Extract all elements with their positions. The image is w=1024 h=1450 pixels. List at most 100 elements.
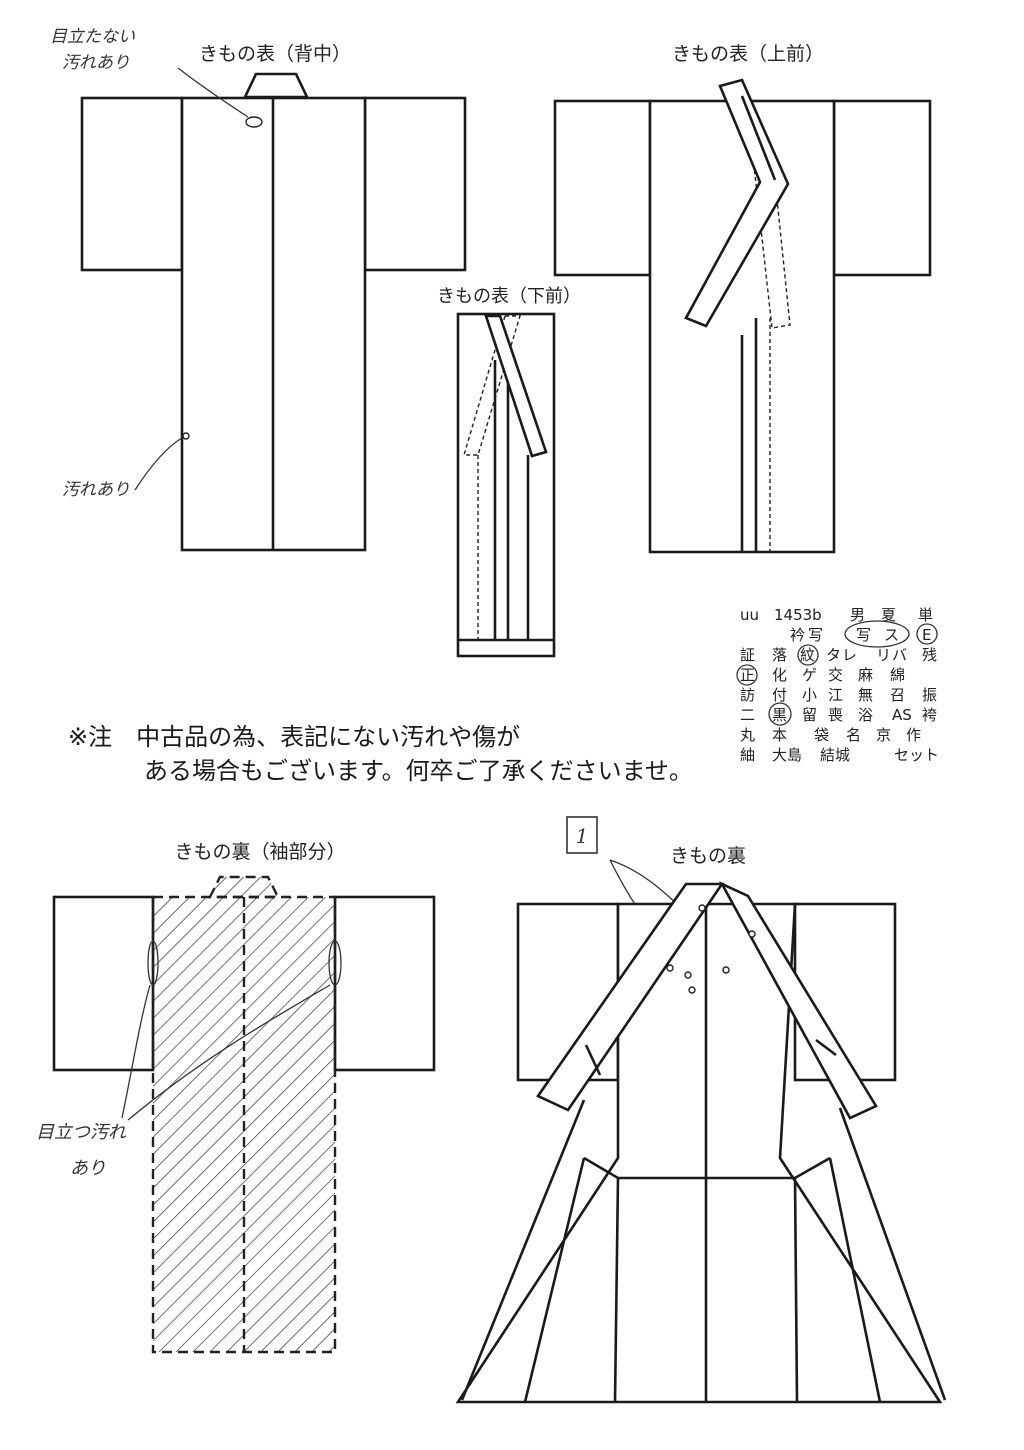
back-stain-top [245,116,263,128]
back-stain-pointer [177,67,249,118]
back-sleeve-right [363,96,467,272]
spec-r7-4: 名 [846,726,861,744]
lining-stain-left [147,940,159,986]
spec-r4-6: 綿 [890,666,905,684]
spec-season: 夏 [881,606,896,624]
spec-r8-2: 大島 [772,746,802,764]
spec-r6-1: 二 [740,706,755,724]
lining-sleeve-collar [208,875,280,899]
lining-panel-1 [613,1177,620,1403]
spec-table: uu 1453b 男 夏 単 衿 写 写 ス E 証 落 紋 タ レ リ バ 残… [736,606,939,764]
lining-stain-5 [722,966,730,974]
spec-gender: 男 [850,606,865,624]
spec-r7-2: 本 [772,726,787,744]
spec-circle-black [768,702,792,726]
lining-panel-outer-right [828,1157,882,1403]
spec-r5-5: 無 [858,686,873,704]
front-upper-collar [684,78,790,328]
spec-r5-3: 小 [802,686,817,704]
lining-front-left-edge [460,1099,586,1401]
spec-r8-1: 紬 [740,746,755,764]
lining-stain-pointer-right [127,984,331,1121]
spec-r6-4: 喪 [828,706,843,724]
lining-sleeve-right [333,895,436,1072]
spec-circle-crest [797,644,819,666]
lining-collar-left-fold [584,1044,602,1076]
spec-r5-2: 付 [772,686,787,704]
lining-panel-3 [793,1177,799,1403]
spec-r4-4: 交 [828,666,843,684]
front-upper-sleeve-right [832,99,932,277]
spec-r2-4: ス [884,626,899,644]
spec-r3-2: 落 [772,646,787,664]
lining-collar-left [536,882,725,1112]
spec-r3-7: バ [892,646,907,664]
back-stain-top-label-1: 目立たない [50,27,135,47]
lining-panel-outer-left [523,1157,586,1403]
spec-r3-8: 残 [922,646,937,664]
spec-circle-e [916,623,938,645]
front-upper-title: きもの表（上前） [672,43,824,65]
lining-stain-pointer-left [121,984,151,1119]
back-stain-bottom-pointer [134,437,183,491]
spec-r5-6: 召 [890,686,905,704]
lining-sleeve-left [52,895,155,1072]
lining-sleeve-collar-hatch [210,877,278,897]
spec-r2-3: 写 [856,626,871,644]
spec-r5-1: 訪 [740,686,755,704]
spec-r3-1: 証 [740,646,755,664]
lining-stain-right [328,940,342,986]
spec-r4-2: 化 [772,666,787,684]
spec-code-prefix: uu [740,606,759,624]
front-lower-title: きもの表（下前） [437,286,581,307]
spec-r2-1: 衿 [790,626,805,644]
lining-box-label: 1 [576,824,589,848]
front-upper-collar-fold [740,95,777,181]
lining-stain-label-1: 目立つ汚れ [36,1122,127,1143]
spec-r3-6: リ [876,646,891,664]
lining-pointer-1 [609,859,679,906]
spec-circle-formal [736,664,758,686]
spec-single: 単 [918,606,933,624]
spec-r6-2: 黒 [772,706,787,724]
spec-r5-7: 振 [922,686,937,704]
spec-r7-3: 袋 [814,726,829,744]
spec-r4-3: ゲ [802,666,817,684]
kimono-front-upper-view: きもの表（上前） [553,43,932,554]
lining-sleeve-title: きもの裏（袖部分） [174,841,345,863]
spec-r6-6: AS [892,706,912,724]
spec-r4-1: 正 [740,666,755,684]
spec-code: 1453b [774,606,822,624]
lining-box-marker [566,816,598,854]
front-upper-sleeve-left [553,99,652,277]
spec-r2-2: 写 [808,626,823,644]
back-stain-bottom [182,432,190,440]
spec-r2-5: E [922,626,931,644]
condition-note-line-2: ある場合もございます。何卒ご了承くださいませ。 [144,757,693,785]
spec-r6-5: 浴 [858,706,873,724]
back-stain-bottom-label: 汚れあり [62,480,130,500]
front-upper-under-collar [747,111,791,329]
spec-r6-7: 袴 [922,706,937,724]
lining-title: きもの裏 [670,845,746,867]
back-stain-top-label-2: 汚れあり [62,53,130,73]
kimono-back-view: きもの表（背中） 目立たない 汚れあり 汚れあり [50,27,467,552]
lining-front-right-edge [838,1107,947,1401]
lining-body [455,902,943,1404]
lining-collar-right [718,881,878,1120]
lining-stain-3 [684,971,692,979]
spec-r3-3: 紋 [800,646,815,664]
spec-r7-1: 丸 [740,726,755,744]
lining-stain-6 [748,930,756,938]
spec-r7-5: 京 [876,726,891,744]
kimono-lining-sleeve-view: きもの裏（袖部分） 目立つ汚れ あり [36,841,436,1354]
spec-r3-4: タ [826,646,841,664]
spec-r4-5: 麻 [858,666,873,684]
lining-stain-4 [688,986,696,994]
spec-r7-6: 作 [906,726,921,744]
spec-r3-5: レ [842,646,857,664]
back-view-title: きもの表（背中） [199,43,351,65]
lining-stain-1 [698,904,706,912]
back-collar [242,72,310,99]
